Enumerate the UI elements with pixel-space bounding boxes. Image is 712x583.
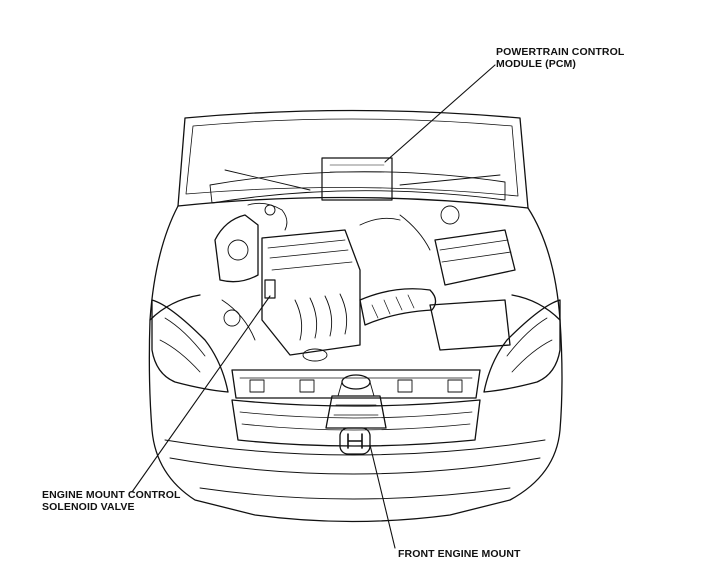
solenoid-label-line-2: SOLENOID VALVE bbox=[42, 501, 135, 513]
cowl-and-pcm bbox=[209, 157, 506, 204]
pcm-label-line-1: POWERTRAIN CONTROL bbox=[496, 46, 625, 58]
car-body bbox=[148, 205, 563, 523]
solenoid-label-line-1: ENGINE MOUNT CONTROL bbox=[42, 489, 181, 501]
right-components bbox=[359, 205, 516, 351]
solenoid-callout-label: ENGINE MOUNT CONTROL SOLENOID VALVE bbox=[42, 489, 181, 513]
hood bbox=[177, 109, 529, 209]
pcm-label-line-2: MODULE (PCM) bbox=[496, 58, 576, 70]
right-headlight bbox=[483, 299, 561, 393]
left-components bbox=[214, 202, 288, 341]
engine bbox=[261, 229, 361, 362]
solenoid-leader-line bbox=[131, 295, 271, 493]
front-mount-callout-label: FRONT ENGINE MOUNT bbox=[398, 548, 521, 560]
pcm-box bbox=[321, 157, 393, 201]
radiator-support bbox=[231, 369, 481, 399]
pcm-leader-line bbox=[384, 64, 496, 163]
solenoid-valve-shape bbox=[264, 279, 276, 299]
front-engine-mount bbox=[325, 374, 387, 429]
front-mount-leader-line bbox=[369, 444, 396, 549]
left-headlight bbox=[151, 299, 229, 393]
leader-lines bbox=[131, 64, 496, 549]
front-mount-label-line-1: FRONT ENGINE MOUNT bbox=[398, 548, 521, 560]
grille bbox=[231, 399, 481, 455]
pcm-callout-label: POWERTRAIN CONTROL MODULE (PCM) bbox=[496, 46, 624, 70]
